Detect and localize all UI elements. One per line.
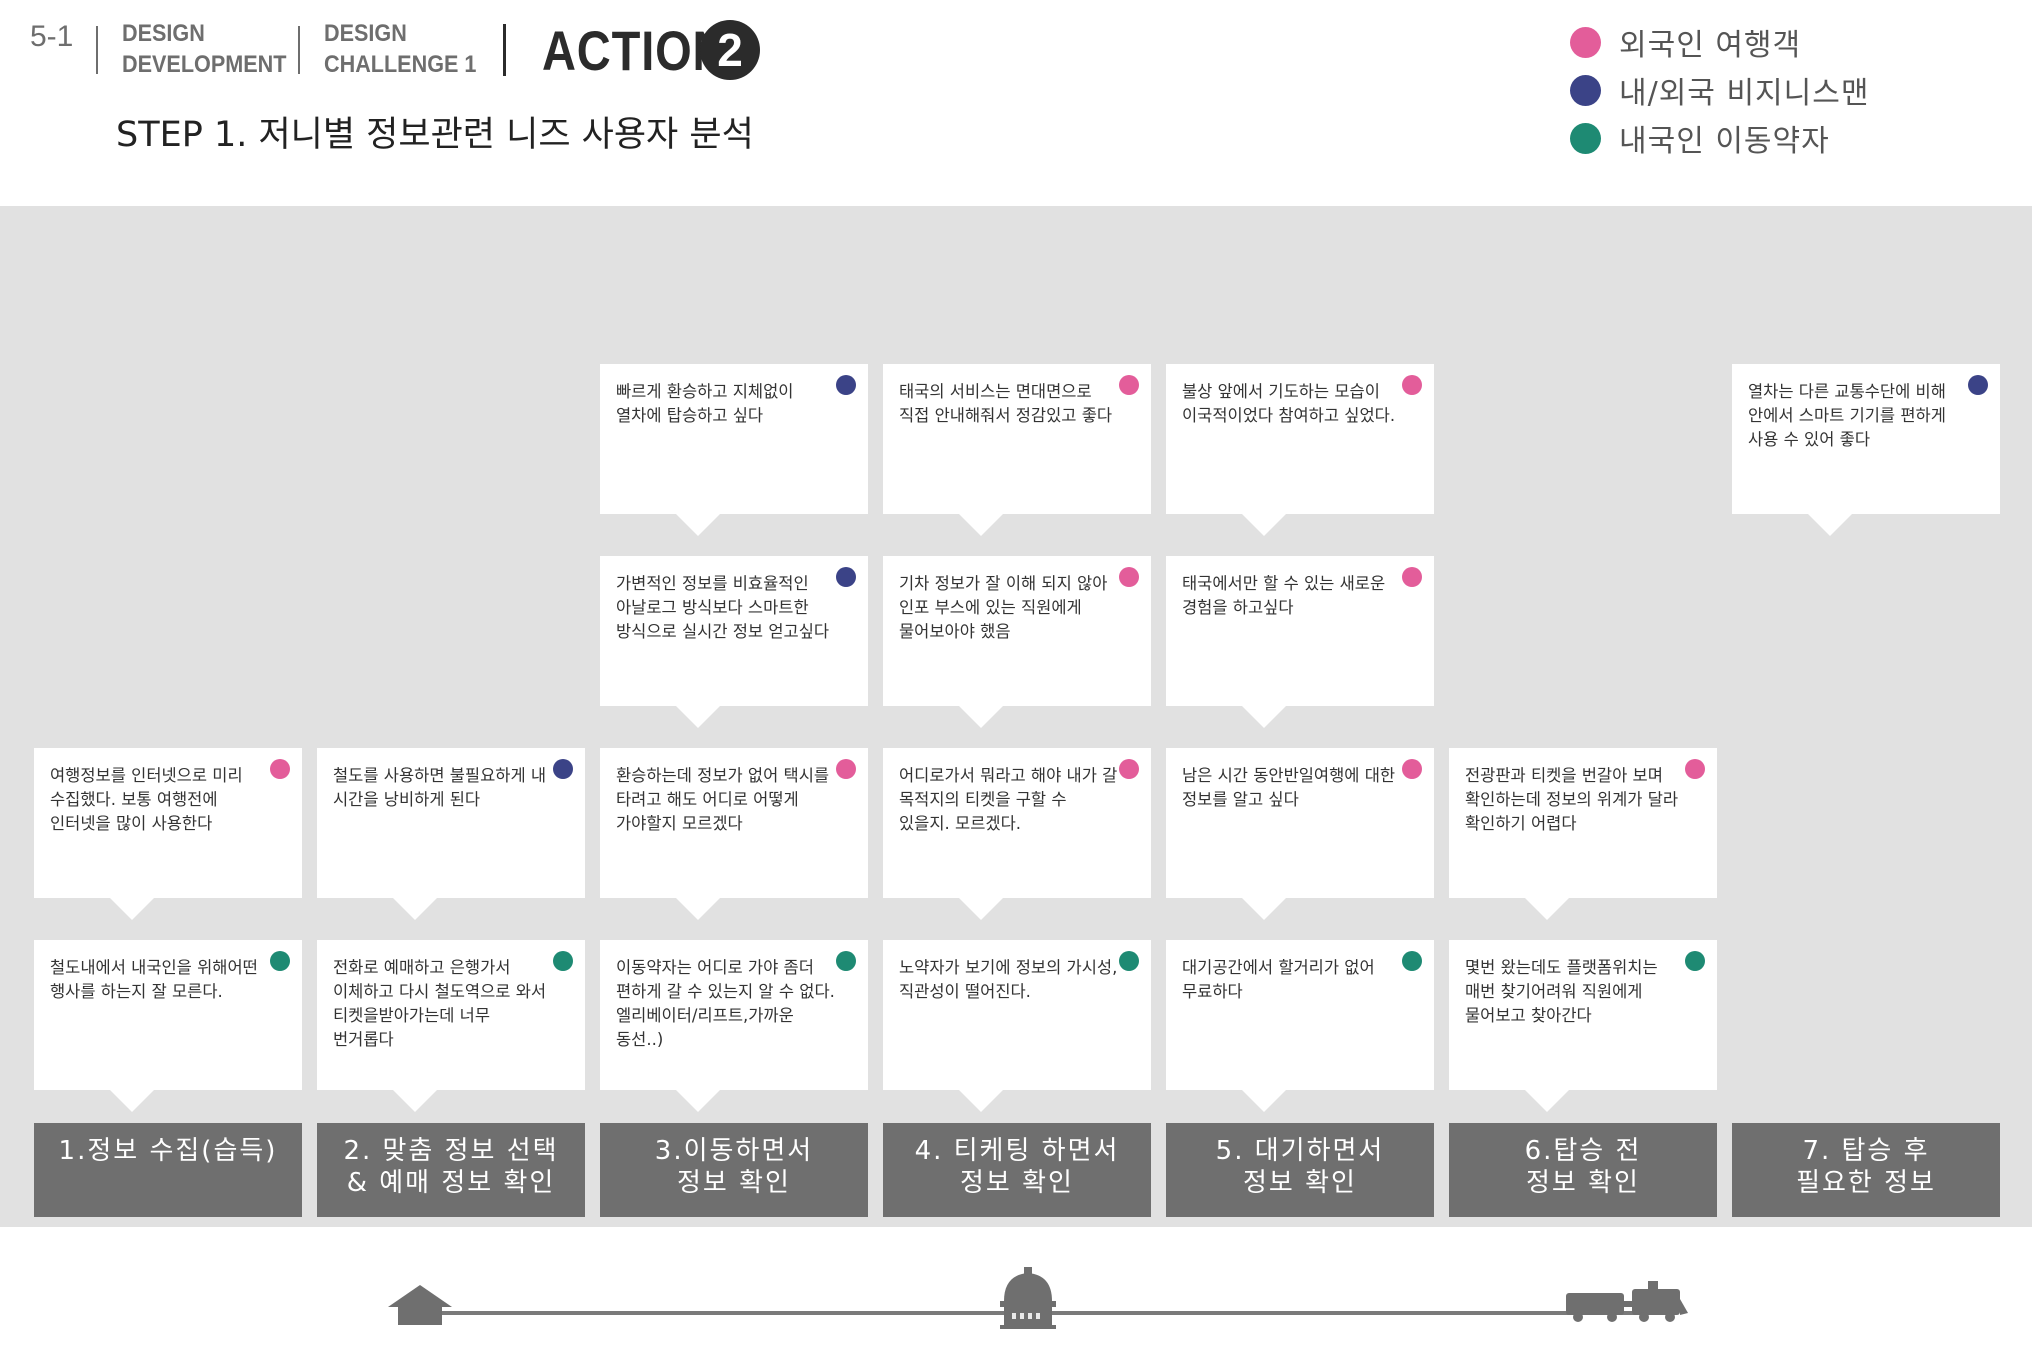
crumb-line: DEVELOPMENT (122, 51, 287, 78)
legend-dot-pink (1570, 26, 1601, 58)
card-text: 이동약자는 어디로 가야 좀더 편하게 갈 수 있는지 알 수 없다. 엘리베이… (616, 958, 835, 1049)
card-text: 몇번 왔는데도 플랫폼위치는 매번 찾기어려워 직원에게 물어보고 찾아간다 (1465, 958, 1658, 1025)
journey-stage-4: 4. 티케팅 하면서 정보 확인 (883, 1123, 1151, 1217)
need-card: 이동약자는 어디로 가야 좀더 편하게 갈 수 있는지 알 수 없다. 엘리베이… (600, 940, 868, 1112)
journey-stage-6: 6.탑승 전 정보 확인 (1449, 1123, 1717, 1217)
stage-label: 2. 맞춤 정보 선택 & 예매 정보 확인 (343, 1136, 559, 1198)
persona-dot (553, 951, 573, 971)
legend-dot-navy (1570, 74, 1601, 106)
stage-label: 4. 티케팅 하면서 정보 확인 (914, 1136, 1120, 1198)
persona-dot (836, 567, 856, 587)
persona-dot (1968, 375, 1988, 395)
action-title: ACTION (542, 19, 728, 82)
crumb-line: DESIGN (324, 20, 407, 47)
card-text: 전광판과 티켓을 번갈아 보며 확인하는데 정보의 위계가 달라 확인하기 어렵… (1465, 766, 1679, 833)
journey-stage-3: 3.이동하면서 정보 확인 (600, 1123, 868, 1217)
house-icon (386, 1283, 454, 1331)
card-text: 환승하는데 정보가 없어 택시를 타려고 해도 어디로 어떻게 가야할지 모르겠… (616, 766, 830, 833)
step-title: STEP 1. 저니별 정보관련 니즈 사용자 분석 (116, 115, 754, 155)
need-card: 노약자가 보기에 정보의 가시성, 직관성이 떨어진다. (883, 940, 1151, 1112)
page-number: 5-1 (30, 20, 74, 53)
persona-dot (836, 759, 856, 779)
need-card: 대기공간에서 할거리가 없어 무료하다 (1166, 940, 1434, 1112)
journey-stage-1: 1.정보 수집(습득) (34, 1123, 302, 1217)
stage-label: 6.탑승 전 정보 확인 (1524, 1136, 1642, 1198)
need-card: 불상 앞에서 기도하는 모습이 이국적이었다 참여하고 싶었다. (1166, 364, 1434, 536)
legend-item: 내국인 이동약자 (1570, 114, 1869, 162)
legend-label: 내/외국 비지니스맨 (1619, 76, 1870, 111)
journey-stage-2: 2. 맞춤 정보 선택 & 예매 정보 확인 (317, 1123, 585, 1217)
train-icon (1564, 1279, 1690, 1327)
divider (298, 26, 300, 74)
need-card: 철도를 사용하면 불필요하게 내 시간을 낭비하게 된다 (317, 748, 585, 920)
card-text: 대기공간에서 할거리가 없어 무료하다 (1182, 958, 1375, 1001)
action-number-badge: 2 (700, 20, 760, 80)
need-card: 환승하는데 정보가 없어 택시를 타려고 해도 어디로 어떻게 가야할지 모르겠… (600, 748, 868, 920)
stage-label: 7. 탑승 후 필요한 정보 (1796, 1136, 1936, 1198)
persona-dot (836, 951, 856, 971)
stage-label: 5. 대기하면서 정보 확인 (1215, 1136, 1385, 1198)
legend-item: 외국인 여행객 (1570, 18, 1869, 66)
need-card: 열차는 다른 교통수단에 비해 안에서 스마트 기기를 편하게 사용 수 있어 … (1732, 364, 2000, 536)
card-text: 철도를 사용하면 불필요하게 내 시간을 낭비하게 된다 (333, 766, 547, 809)
need-card: 몇번 왔는데도 플랫폼위치는 매번 찾기어려워 직원에게 물어보고 찾아간다 (1449, 940, 1717, 1112)
need-card: 여행정보를 인터넷으로 미리 수집했다. 보통 여행전에 인터넷을 많이 사용한… (34, 748, 302, 920)
divider (503, 24, 506, 76)
persona-dot (836, 375, 856, 395)
breadcrumb-design-development: DESIGN DEVELOPMENT (122, 18, 286, 80)
breadcrumb-design-challenge: DESIGN CHALLENGE 1 (324, 18, 476, 80)
persona-dot (1402, 759, 1422, 779)
need-card: 빠르게 환승하고 지체없이 열차에 탑승하고 싶다 (600, 364, 868, 536)
card-text: 어디로가서 뭐라고 해야 내가 갈 목적지의 티켓을 구할 수 있을지. 모르겠… (899, 766, 1118, 833)
need-card: 어디로가서 뭐라고 해야 내가 갈 목적지의 티켓을 구할 수 있을지. 모르겠… (883, 748, 1151, 920)
persona-dot (1119, 375, 1139, 395)
need-card: 전화로 예매하고 은행가서 이체하고 다시 철도역으로 와서 티켓을받아가는데 … (317, 940, 585, 1112)
legend-item: 내/외국 비지니스맨 (1570, 66, 1869, 114)
card-text: 기차 정보가 잘 이해 되지 않아 인포 부스에 있는 직원에게 물어보아야 했… (899, 574, 1108, 641)
persona-dot (1685, 759, 1705, 779)
crumb-line: CHALLENGE 1 (324, 51, 477, 78)
stage-label: 1.정보 수집(습득) (58, 1136, 278, 1166)
card-text: 남은 시간 동안반일여행에 대한 정보를 알고 싶다 (1182, 766, 1396, 809)
divider (96, 26, 98, 74)
persona-dot (270, 759, 290, 779)
need-card: 태국의 서비스는 면대면으로 직접 안내해줘서 정감있고 좋다 (883, 364, 1151, 536)
legend-label: 내국인 이동약자 (1619, 124, 1830, 159)
card-text: 열차는 다른 교통수단에 비해 안에서 스마트 기기를 편하게 사용 수 있어 … (1748, 382, 1946, 449)
journey-stage-7: 7. 탑승 후 필요한 정보 (1732, 1123, 2000, 1217)
card-text: 노약자가 보기에 정보의 가시성, 직관성이 떨어진다. (899, 958, 1118, 1001)
need-card: 기차 정보가 잘 이해 되지 않아 인포 부스에 있는 직원에게 물어보아야 했… (883, 556, 1151, 728)
card-text: 여행정보를 인터넷으로 미리 수집했다. 보통 여행전에 인터넷을 많이 사용한… (50, 766, 243, 833)
page-header: 5-1 DESIGN DEVELOPMENT DESIGN CHALLENGE … (0, 0, 2032, 206)
persona-dot (553, 759, 573, 779)
journey-timeline (0, 1227, 2032, 1347)
legend-label: 외국인 여행객 (1619, 28, 1802, 63)
need-card: 철도내에서 내국인을 위해어떤 행사를 하는지 잘 모른다. (34, 940, 302, 1112)
card-text: 전화로 예매하고 은행가서 이체하고 다시 철도역으로 와서 티켓을받아가는데 … (333, 958, 547, 1049)
card-text: 철도내에서 내국인을 위해어떤 행사를 하는지 잘 모른다. (50, 958, 258, 1001)
persona-dot (1119, 951, 1139, 971)
need-card: 남은 시간 동안반일여행에 대한 정보를 알고 싶다 (1166, 748, 1434, 920)
persona-dot (1119, 759, 1139, 779)
persona-dot (1402, 567, 1422, 587)
journey-stage-5: 5. 대기하면서 정보 확인 (1166, 1123, 1434, 1217)
card-text: 빠르게 환승하고 지체없이 열차에 탑승하고 싶다 (616, 382, 794, 425)
station-icon (1000, 1267, 1056, 1333)
card-text: 가변적인 정보를 비효율적인 아날로그 방식보다 스마트한 방식으로 실시간 정… (616, 574, 830, 641)
crumb-line: DESIGN (122, 20, 205, 47)
card-text: 태국의 서비스는 면대면으로 직접 안내해줘서 정감있고 좋다 (899, 382, 1113, 425)
persona-dot (1402, 951, 1422, 971)
persona-dot (1119, 567, 1139, 587)
persona-dot (1402, 375, 1422, 395)
need-card: 전광판과 티켓을 번갈아 보며 확인하는데 정보의 위계가 달라 확인하기 어렵… (1449, 748, 1717, 920)
legend: 외국인 여행객 내/외국 비지니스맨 내국인 이동약자 (1570, 18, 1869, 162)
persona-dot (1685, 951, 1705, 971)
need-card: 태국에서만 할 수 있는 새로운 경험을 하고싶다 (1166, 556, 1434, 728)
stage-label: 3.이동하면서 정보 확인 (654, 1136, 814, 1198)
card-text: 불상 앞에서 기도하는 모습이 이국적이었다 참여하고 싶었다. (1182, 382, 1396, 425)
persona-dot (270, 951, 290, 971)
card-text: 태국에서만 할 수 있는 새로운 경험을 하고싶다 (1182, 574, 1386, 617)
legend-dot-green (1570, 122, 1601, 154)
need-card: 가변적인 정보를 비효율적인 아날로그 방식보다 스마트한 방식으로 실시간 정… (600, 556, 868, 728)
